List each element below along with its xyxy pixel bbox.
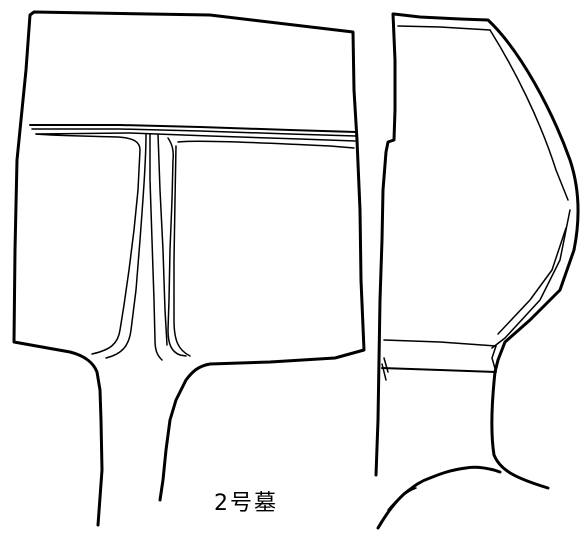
- front-band-mid: [31, 128, 357, 137]
- side-ledge-bottom: [381, 367, 497, 373]
- side-base-rock-2: [387, 487, 417, 511]
- side-base-rock: [376, 465, 502, 530]
- side-ledge-diag: [491, 345, 497, 373]
- side-ledge-corner: [381, 357, 389, 381]
- figure-caption: 2号墓: [214, 491, 278, 516]
- side-chamfer-inner: [489, 29, 569, 201]
- front-right-panel-inner-3: [173, 145, 191, 357]
- front-outline: [12, 10, 366, 527]
- side-chamfer-inner-3: [497, 227, 567, 335]
- side-front-edge: [392, 12, 580, 490]
- side-back-edge: [374, 12, 397, 477]
- front-view: [12, 10, 366, 527]
- front-band-top: [29, 124, 357, 133]
- front-groove-left: [149, 133, 163, 361]
- side-chamfer-inner-2: [491, 209, 571, 349]
- front-left-panel-inner-2: [105, 133, 147, 359]
- front-left-panel-inner: [35, 133, 141, 355]
- front-band-bottom: [35, 132, 356, 142]
- front-groove-right: [157, 133, 168, 346]
- side-view: [374, 12, 580, 530]
- front-right-panel-inner: [167, 137, 187, 357]
- side-top-inner: [397, 25, 491, 31]
- front-right-panel-inner-2: [177, 140, 355, 149]
- side-ledge-top: [383, 339, 497, 347]
